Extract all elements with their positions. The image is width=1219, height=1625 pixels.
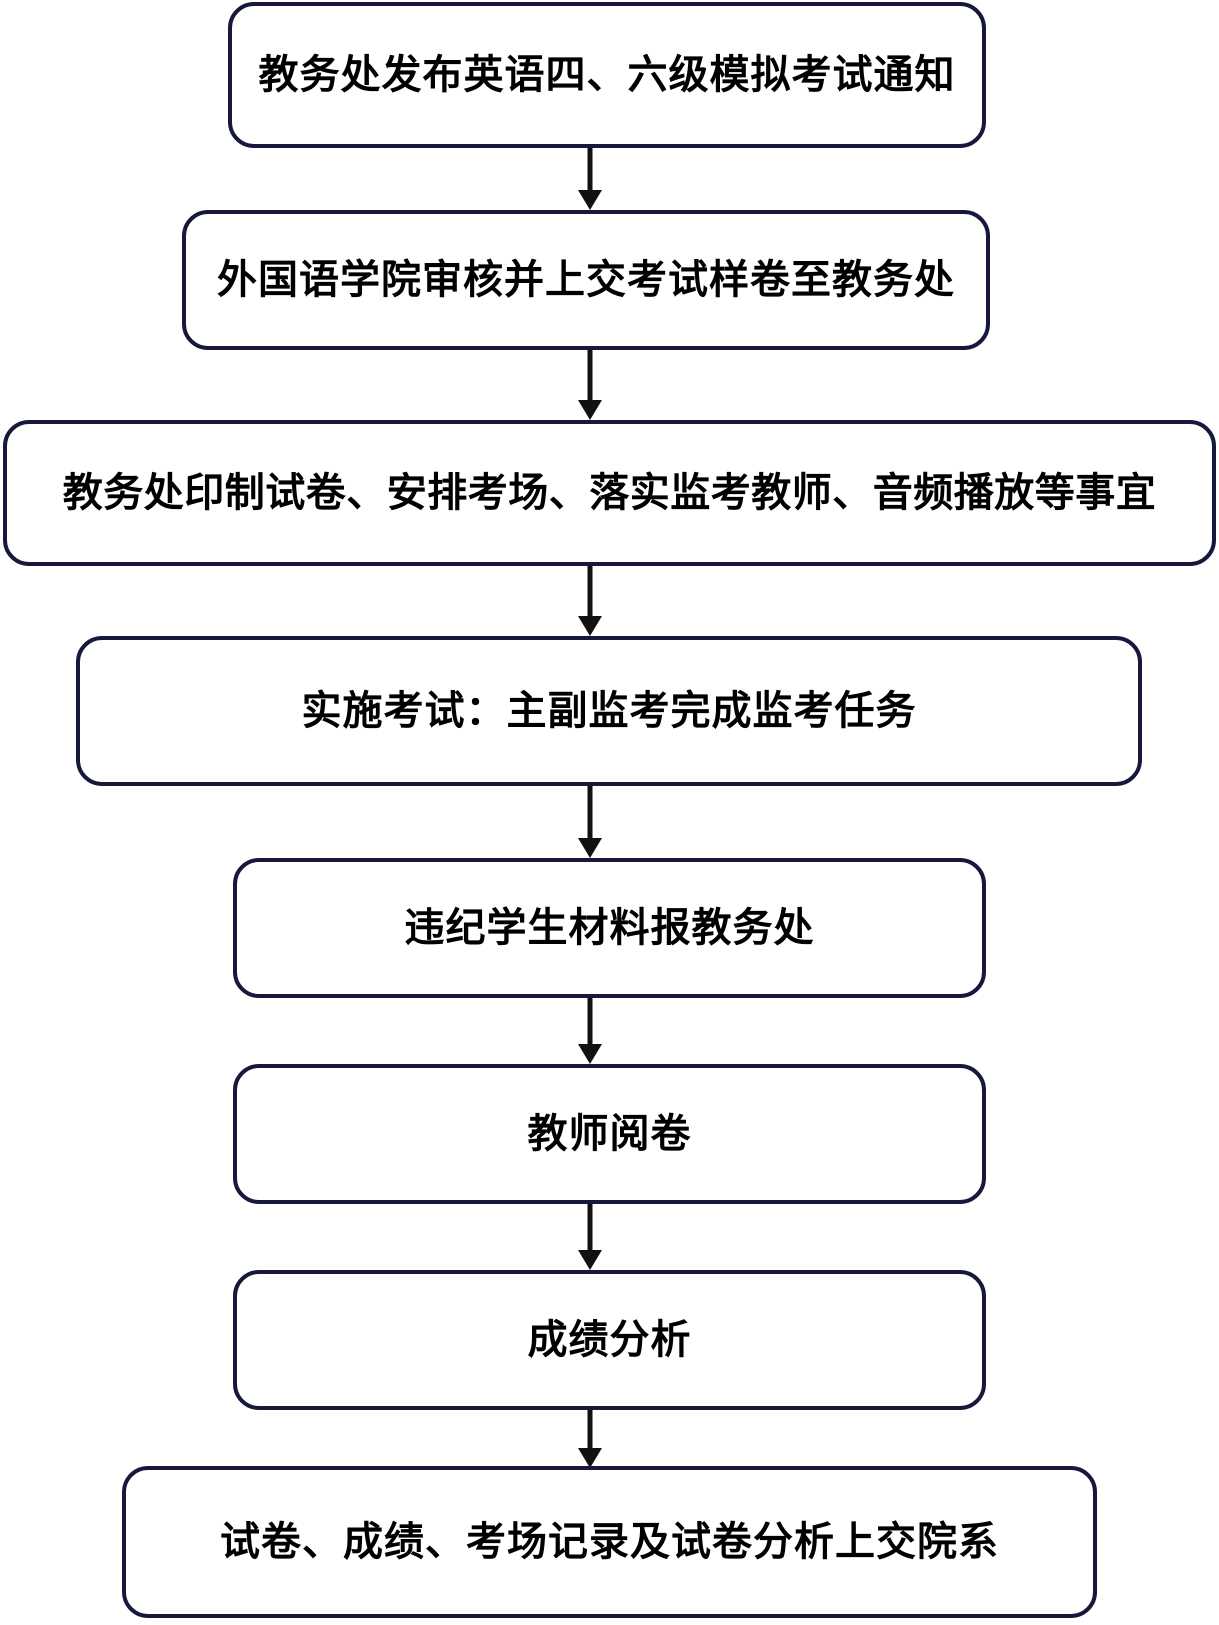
flow-node-6[interactable]: 教师阅卷: [233, 1064, 986, 1204]
flow-node-2[interactable]: 外国语学院审核并上交考试样卷至教务处: [182, 210, 990, 350]
flow-node-7-label: 成绩分析: [527, 1318, 692, 1362]
flow-connector-3-4: [574, 566, 606, 636]
flow-node-5[interactable]: 违纪学生材料报教务处: [233, 858, 986, 998]
flow-connector-6-7: [574, 1204, 606, 1270]
flow-node-3[interactable]: 教务处印制试卷、安排考场、落实监考教师、音频播放等事宜: [3, 420, 1216, 566]
flow-node-7[interactable]: 成绩分析: [233, 1270, 986, 1410]
flow-connector-2-3: [574, 350, 606, 420]
flow-node-4[interactable]: 实施考试：主副监考完成监考任务: [76, 636, 1142, 786]
flow-node-6-label: 教师阅卷: [527, 1112, 692, 1156]
flow-connector-1-2: [574, 148, 606, 210]
flow-node-1[interactable]: 教务处发布英语四、六级模拟考试通知: [228, 2, 986, 148]
flow-node-3-label: 教务处印制试卷、安排考场、落实监考教师、音频播放等事宜: [62, 471, 1157, 515]
flow-node-4-label: 实施考试：主副监考完成监考任务: [301, 689, 917, 733]
flow-node-8-label: 试卷、成绩、考场记录及试卷分析上交院系: [220, 1520, 999, 1564]
flow-node-5-label: 违纪学生材料报教务处: [404, 906, 815, 950]
flow-node-2-label: 外国语学院审核并上交考试样卷至教务处: [217, 258, 955, 302]
flow-connector-4-5: [574, 786, 606, 858]
flow-connector-7-8: [574, 1410, 606, 1468]
flow-connector-5-6: [574, 998, 606, 1064]
flow-node-8[interactable]: 试卷、成绩、考场记录及试卷分析上交院系: [122, 1466, 1097, 1618]
flow-node-1-label: 教务处发布英语四、六级模拟考试通知: [258, 53, 956, 97]
